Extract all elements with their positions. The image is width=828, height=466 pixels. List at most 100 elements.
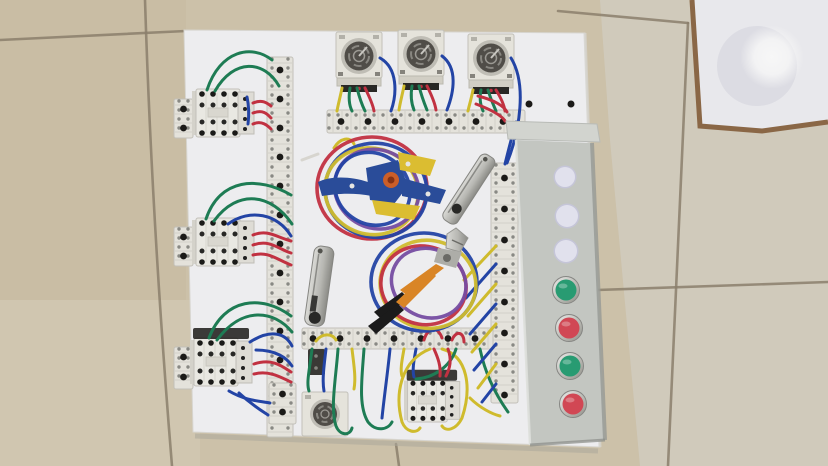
wire-y-0	[335, 86, 344, 113]
wire-b-14	[505, 56, 522, 165]
wire-r-50	[444, 347, 452, 378]
wire-g-11	[478, 88, 485, 113]
glossy-tile-edge	[689, 0, 828, 134]
wire-r-24	[251, 231, 293, 243]
wire-r-8	[425, 84, 438, 112]
wire-g-27	[207, 301, 293, 340]
mounting-screw-2	[567, 100, 575, 108]
grout-line-right-horizontal	[595, 280, 828, 292]
wire-b-34	[237, 391, 270, 417]
grout-line-bottom-center	[394, 442, 401, 466]
wire-b-29	[248, 332, 294, 348]
wire-g-21	[204, 181, 293, 221]
wire-r-54	[474, 102, 507, 123]
grout-line-left-vertical	[143, 0, 174, 466]
camera-flash-reflection	[740, 25, 804, 89]
wire-y-5	[397, 84, 406, 112]
lamp-hole-3	[555, 240, 577, 262]
wire-b-40	[380, 347, 392, 420]
glossy-tile	[689, 0, 828, 134]
wire-g-35	[306, 347, 314, 393]
grout-line-right-vertical	[666, 21, 690, 466]
wire-w-65	[300, 152, 320, 162]
floor-left-tile	[0, 0, 186, 300]
wire-b-9	[440, 54, 455, 112]
wire-b-4	[378, 56, 397, 113]
wire-r-32	[252, 371, 293, 384]
crimping-tool-right	[442, 153, 496, 225]
middle-horizontal-terminal-strip	[301, 327, 494, 350]
wire-r-51	[450, 332, 466, 344]
top-horizontal-terminal-strip	[326, 109, 526, 134]
wire-b-58	[468, 302, 498, 336]
wire-y-55	[462, 244, 498, 282]
wire-y-64	[314, 333, 338, 343]
wire-g-39	[360, 347, 394, 431]
indicator-lamps	[553, 165, 580, 264]
push-button-green-3	[556, 352, 584, 380]
wire-b-56	[464, 262, 498, 300]
wire-g-1	[347, 86, 354, 113]
wire-y-44	[440, 347, 469, 431]
wire-r-18	[251, 110, 273, 120]
push-button-green-1	[552, 276, 580, 304]
pliers-jaws	[445, 227, 469, 253]
contactor3-side-block	[173, 346, 194, 390]
wire-b-20	[245, 95, 251, 126]
stripper-handle	[318, 177, 372, 196]
wire-b-36	[321, 347, 328, 393]
crimping-tool-left	[304, 245, 335, 327]
wire-y-43	[397, 347, 432, 433]
wire-r-19	[251, 121, 273, 131]
panel-bottom-shadow	[194, 433, 599, 454]
wire-y-59	[470, 322, 498, 354]
wire-y-41	[399, 347, 406, 378]
wire-y-10	[466, 88, 475, 113]
lamp-hole-1	[555, 167, 575, 187]
wire-r-26	[251, 252, 293, 267]
wire-y-57	[466, 282, 498, 318]
pliers-grip-tip-2	[368, 304, 404, 334]
wire-r-17	[251, 99, 273, 108]
wire-g-15	[205, 50, 274, 92]
stripper-lower-jaw	[402, 178, 446, 204]
wire-b-62	[480, 382, 498, 404]
stripper-lower-handle	[372, 200, 420, 220]
lamp-hole-2	[556, 205, 578, 227]
wire-y-38	[350, 347, 357, 391]
push-button-station	[505, 100, 607, 447]
right-vertical-terminal-strip	[490, 162, 519, 404]
contactor1-side-block	[173, 98, 194, 139]
wire-r-31	[252, 360, 293, 374]
station-screws	[525, 100, 575, 108]
wire-b-42	[411, 347, 418, 379]
wire-g-37	[331, 347, 354, 436]
terminal-strips	[173, 56, 526, 438]
mounting-screw-1	[525, 100, 533, 108]
wire-g-7	[417, 84, 429, 112]
wire-b-60	[472, 342, 498, 372]
wire-y-47	[468, 396, 502, 418]
wire-r-53	[476, 94, 509, 114]
push-buttons	[552, 276, 587, 418]
wire-g-16	[213, 64, 281, 93]
wire-b-23	[226, 213, 293, 238]
wire-r-25	[251, 241, 293, 255]
wire-g-22	[212, 197, 294, 226]
push-button-red-2	[555, 314, 583, 342]
wire-g-28	[215, 313, 294, 342]
wire-stripper-tool	[318, 152, 446, 220]
wire-g-6	[409, 84, 416, 112]
contactor2-side-block	[173, 226, 194, 267]
wire-b-30	[254, 348, 294, 368]
grout-line-top-right	[556, 9, 690, 25]
station-top-cap	[505, 120, 601, 143]
wire-g-2	[355, 86, 367, 113]
wire-g-12	[486, 88, 498, 113]
grout-line-top-left	[0, 29, 188, 42]
wire-b-33	[227, 389, 272, 405]
wire-y-61	[476, 362, 498, 390]
